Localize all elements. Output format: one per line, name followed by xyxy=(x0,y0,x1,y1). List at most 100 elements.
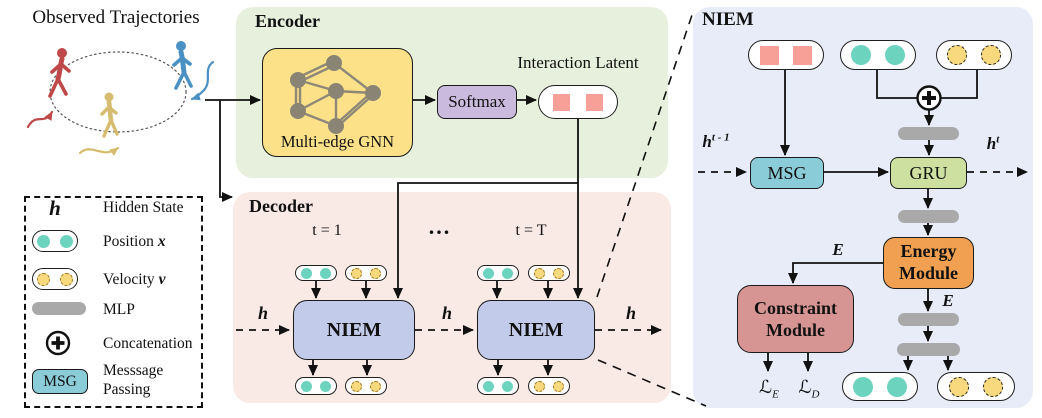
latent-square xyxy=(586,93,603,111)
legend-concat-icon xyxy=(45,330,71,356)
niem-block-1: NIEM xyxy=(293,300,415,360)
niem-panel-title: NIEM xyxy=(702,9,754,30)
velocity-dot xyxy=(947,45,967,65)
position-dot xyxy=(885,45,905,65)
position-dot xyxy=(483,380,494,392)
velocity-dot xyxy=(370,380,381,392)
position-dot xyxy=(301,267,312,279)
position-dot xyxy=(301,380,312,392)
position-pill xyxy=(295,265,337,281)
figure-title: Observed Trajectories xyxy=(32,7,200,28)
legend-position-pill xyxy=(32,230,78,252)
velocity-dot xyxy=(351,267,362,279)
energy-loss-label: ℒE xyxy=(759,377,779,401)
position-dot xyxy=(37,234,50,248)
legend-box xyxy=(24,196,203,408)
dashed-wires xyxy=(236,167,1028,335)
velocity-dot xyxy=(534,267,545,279)
velocity-dot xyxy=(37,272,50,286)
zoom-callout-lines xyxy=(596,14,707,407)
hidden-state-label: h xyxy=(625,303,637,323)
latent-square xyxy=(793,45,812,65)
mlp-icon xyxy=(898,313,959,326)
position-dot xyxy=(851,45,871,65)
blue-trail xyxy=(190,60,215,101)
velocity-pill xyxy=(345,265,387,281)
legend-mlp-label: MLP xyxy=(103,301,135,318)
position-dot xyxy=(60,234,73,248)
legend-hidden-symbol: h xyxy=(49,196,61,220)
msg-box: MSG xyxy=(750,157,824,189)
gnn-label: Multi-edge GNN xyxy=(280,132,395,151)
timestep-last-label: t = T xyxy=(515,222,547,239)
trajectory-scene xyxy=(26,41,215,156)
interaction-latent-pill xyxy=(538,85,618,119)
velocity-dot xyxy=(949,376,969,397)
position-dot xyxy=(887,376,907,397)
mlp-icon xyxy=(897,343,960,356)
red-trail xyxy=(26,110,54,129)
energy-output-label: E xyxy=(832,240,844,259)
encoder-title: Encoder xyxy=(255,11,320,31)
timestep-first-label: t = 1 xyxy=(312,222,342,239)
gru-box: GRU xyxy=(890,157,967,189)
velocity-dot xyxy=(981,45,1001,65)
mlp-icon xyxy=(898,210,959,223)
legend-msg-icon: MSG xyxy=(32,369,88,394)
position-dot xyxy=(853,376,873,397)
mlp-icon xyxy=(898,127,959,140)
latent-square xyxy=(760,45,779,65)
velocity-pill xyxy=(528,377,570,395)
velocity-pill xyxy=(528,265,570,281)
yellow-trail xyxy=(78,146,120,156)
velocity-dot xyxy=(983,376,1003,397)
legend-concat-label: Concatenation xyxy=(103,335,193,352)
concat-icon xyxy=(916,85,942,111)
hidden-state-prev-label: ht - 1 xyxy=(702,131,730,151)
velocity-dot xyxy=(534,380,545,392)
interaction-latent-caption: Interaction Latent xyxy=(517,53,639,72)
velocity-pill xyxy=(936,40,1012,70)
gnn-graph-icon xyxy=(290,55,381,134)
position-dot xyxy=(483,267,494,279)
position-pill xyxy=(842,372,918,401)
position-dot xyxy=(320,267,331,279)
person-yellow xyxy=(100,92,119,138)
hidden-state-label: h xyxy=(257,303,269,323)
ellipsis-label: ... xyxy=(428,214,452,239)
position-pill xyxy=(295,377,337,395)
position-dot xyxy=(502,380,513,392)
position-dot xyxy=(320,380,331,392)
position-pill xyxy=(477,265,519,281)
position-pill xyxy=(840,40,916,70)
person-blue xyxy=(172,41,193,90)
velocity-dot xyxy=(553,380,564,392)
velocity-dot xyxy=(351,380,362,392)
legend-hidden-label: Hidden State xyxy=(103,199,184,216)
decoder-loss-label: ℒD xyxy=(798,377,820,401)
softmax-box: Softmax xyxy=(437,85,517,119)
hidden-state-label: h xyxy=(441,303,453,323)
decoder-panel xyxy=(233,192,671,403)
position-dot xyxy=(502,267,513,279)
legend-velocity-pill xyxy=(32,268,78,290)
person-red xyxy=(48,48,71,98)
decoder-title: Decoder xyxy=(249,196,313,216)
latent-square xyxy=(553,93,570,111)
interaction-ellipse xyxy=(49,51,187,133)
interaction-latent-pill xyxy=(748,40,824,70)
velocity-pill xyxy=(937,372,1015,401)
multi-edge-gnn-box: Multi-edge GNN xyxy=(262,48,413,157)
legend-mlp-icon xyxy=(32,302,86,315)
velocity-dot xyxy=(370,267,381,279)
hidden-state-next-label: ht xyxy=(986,133,1000,153)
energy-output-label: E xyxy=(942,291,954,310)
velocity-dot xyxy=(60,272,73,286)
velocity-pill xyxy=(345,377,387,395)
